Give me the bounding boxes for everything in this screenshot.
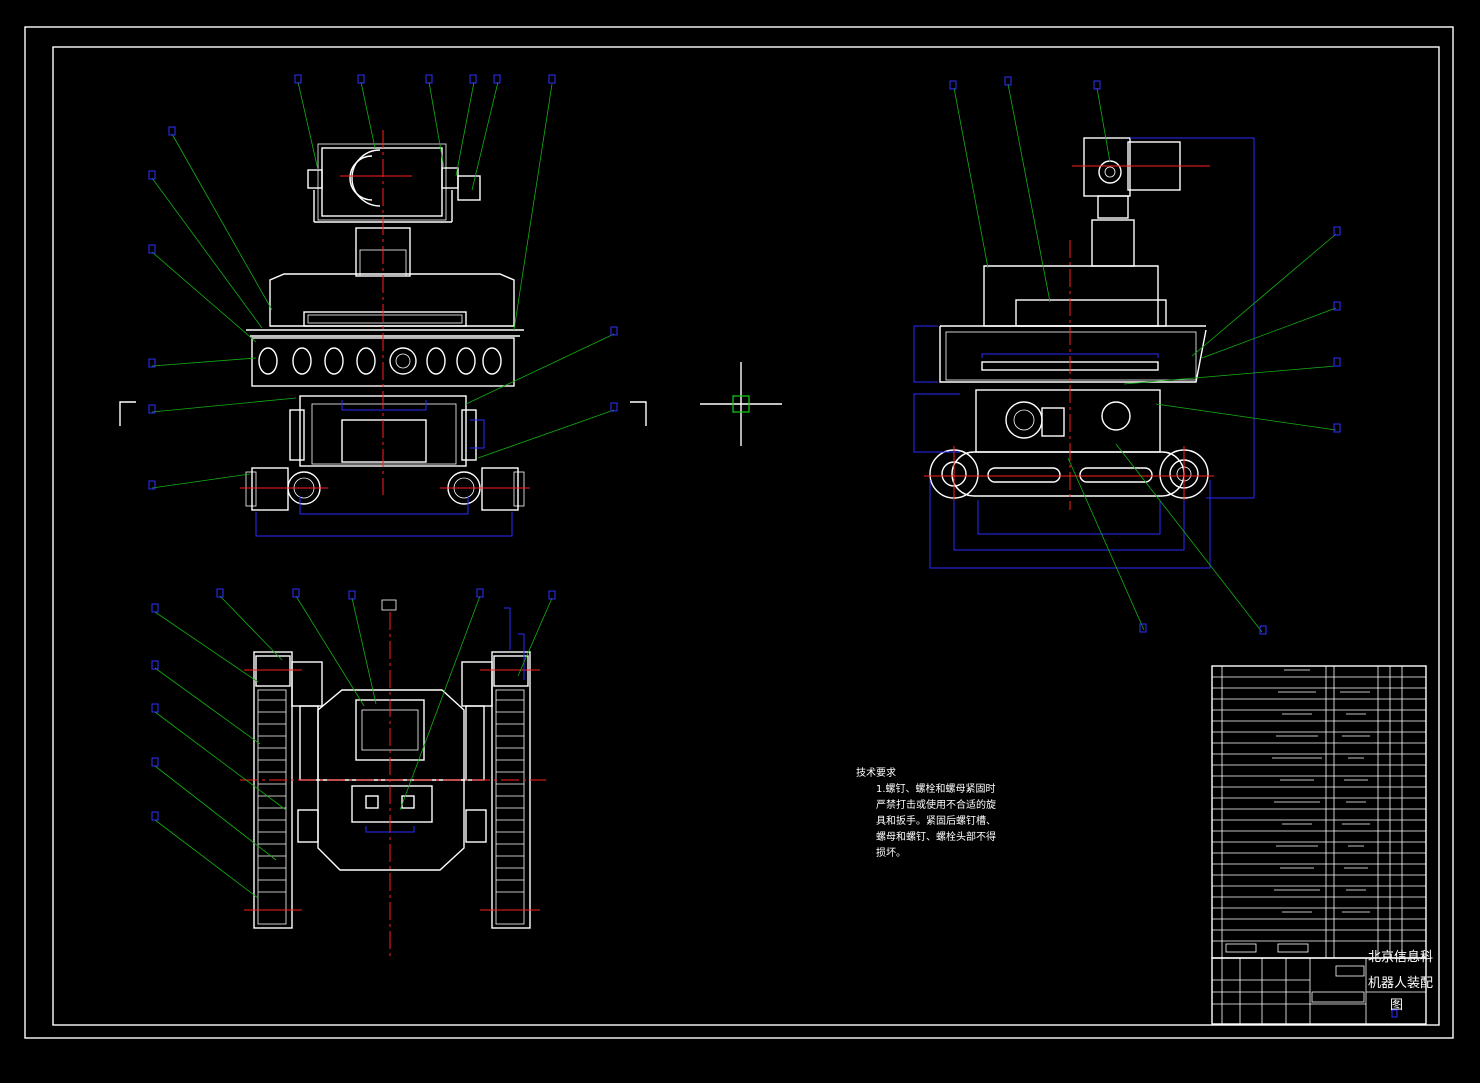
technical-requirement-line: 螺母和螺钉、螺栓头部不得 <box>876 832 996 843</box>
front-view <box>119 130 647 537</box>
front-view-leaders <box>151 81 615 489</box>
technical-requirement-line: 1.螺钉、螺栓和螺母紧固时 <box>876 784 996 795</box>
title-block-drawing-type: 图 <box>1390 998 1404 1013</box>
parts-list <box>1211 665 1427 959</box>
top-view-leaders <box>154 595 553 899</box>
side-view-leaders <box>953 83 1337 633</box>
title-block-drawing-name: 机器人装配 <box>1368 976 1434 991</box>
title-block <box>1211 943 1427 1025</box>
inner-frame <box>52 46 1440 1026</box>
side-view-balloons <box>949 76 1341 635</box>
side-view <box>913 137 1255 569</box>
technical-requirement-line: 损坏。 <box>876 848 906 859</box>
top-view <box>240 599 546 958</box>
front-view-balloons <box>148 74 618 490</box>
technical-requirement-line: 具和扳手。紧固后螺钉槽、 <box>876 816 996 827</box>
top-view-balloons <box>151 588 556 821</box>
technical-requirement-line: 严禁打击或使用不合适的旋 <box>876 800 996 811</box>
ucs-crosshair <box>700 362 782 446</box>
technical-requirements: 技术要求 1.螺钉、螺栓和螺母紧固时 严禁打击或使用不合适的旋 具和扳手。紧固后… <box>856 766 996 862</box>
technical-requirements-title: 技术要求 <box>856 768 896 779</box>
title-block-school: 北京信息科 <box>1368 950 1434 965</box>
outer-frame <box>24 26 1454 1039</box>
